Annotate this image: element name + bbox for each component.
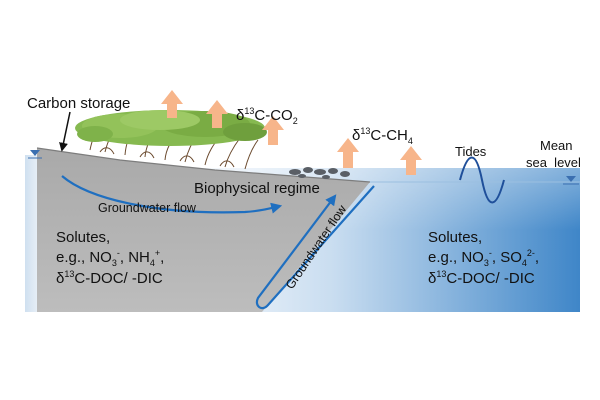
left-water-strip: [25, 155, 37, 312]
sediment-wedge: [37, 148, 370, 312]
crab-cluster: [289, 167, 350, 179]
groundwater-flow-arrow-horizontal: [61, 175, 283, 214]
flux-arrow-5: [400, 146, 422, 175]
water-level-marker-left: [28, 150, 42, 159]
tides-label: Tides: [455, 144, 487, 159]
mean-sea-level-label-line1: Mean: [540, 138, 573, 153]
solutes-left-line3: δ13C-DOC/ -DIC: [56, 269, 163, 287]
solutes-left: Solutes, e.g., NO3-, NH4+, δ13C-DOC/ -DI…: [56, 229, 164, 287]
solutes-right-title: Solutes,: [428, 229, 482, 246]
flux-arrow-4: [337, 138, 359, 168]
isotope-ch4-label: δ13C-CH4: [352, 126, 413, 146]
sediment-surface: [36, 147, 371, 183]
isotope-co2-label: δ13C-CO2: [236, 106, 298, 126]
solutes-right-line2: e.g., NO3-, SO42-,: [428, 248, 539, 268]
carbon-storage-pointer: [59, 111, 71, 152]
groundwater-flow-arrow-diagonal: [255, 185, 375, 310]
biophysical-regime-label: Biophysical regime: [194, 180, 320, 197]
flux-arrow-1: [161, 90, 183, 118]
solutes-left-title: Solutes,: [56, 229, 110, 246]
flux-arrow-3: [262, 116, 284, 145]
water-level-marker-right: [563, 176, 579, 185]
carbon-storage-label: Carbon storage: [27, 95, 130, 112]
solutes-right: Solutes, e.g., NO3-, SO42-, δ13C-DOC/ -D…: [428, 229, 539, 287]
solutes-left-line2: e.g., NO3-, NH4+,: [56, 248, 164, 268]
mean-sea-level-label-line2: sea level: [526, 155, 581, 170]
flux-arrow-2: [206, 100, 228, 128]
tides-wave: [459, 156, 505, 204]
groundwater-flow-label-horizontal: Groundwater flow: [98, 201, 197, 215]
flux-arrows: [161, 90, 422, 175]
solutes-right-line3: δ13C-DOC/ -DIC: [428, 269, 535, 287]
